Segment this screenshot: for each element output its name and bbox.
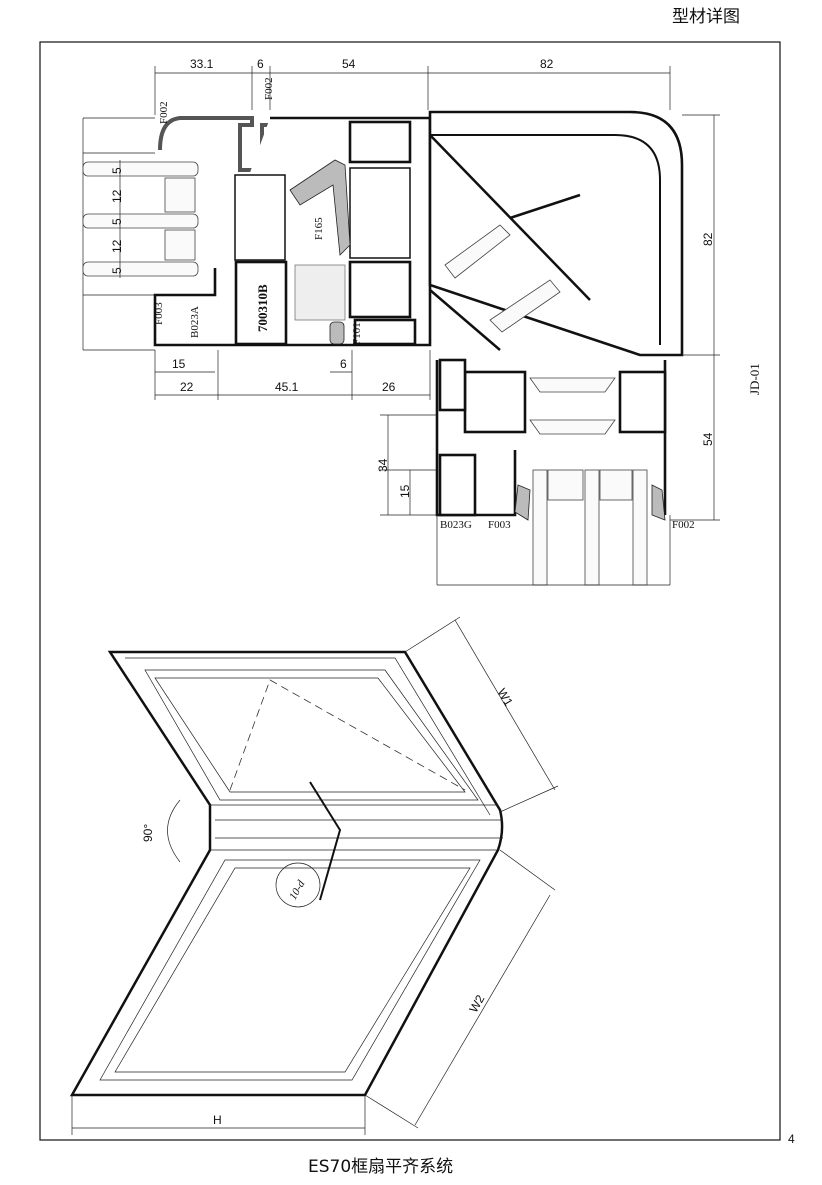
footer-title: ES70框扇平齐系统 [308,1157,453,1177]
dim-bottom-22: 22 [180,380,194,394]
dim-right-2: 54 [701,432,715,446]
dim-bottom-26: 26 [382,380,396,394]
label-f002-left: F002 [158,101,170,124]
drawing-code: JD-01 [747,363,762,395]
dim-glass-3: 5 [110,218,124,225]
label-700310b: 700310B [255,284,270,332]
dim-glass-5: 5 [110,267,124,274]
dim-top-1: 33.1 [190,57,214,71]
glass-unit-left [82,161,199,277]
dim-top-3: 54 [342,57,356,71]
handle-icon [309,781,342,901]
detail-circle [275,862,321,908]
dim-glass-1: 5 [110,167,124,174]
corner-section-drawing: 33.1 6 54 82 5 12 5 12 5 [82,57,762,586]
dim-top-2: 6 [257,57,264,71]
label-b023g: B023G [440,519,472,531]
label-f003-left: F003 [153,302,165,325]
dim-bottom-6: 6 [340,357,347,371]
dim-top-4: 82 [540,57,554,71]
page-number: 4 [788,1132,795,1146]
dim-glass-4: 12 [110,239,124,253]
label-f003-bottom: F003 [488,519,511,531]
sheet-border [39,41,781,1141]
glass-unit-bottom [532,469,648,586]
dim-bottom-45: 45.1 [275,380,299,394]
label-f002-top: F002 [263,77,275,100]
dim-glass-2: 12 [110,189,124,203]
label-f002-bottom: F002 [672,519,695,531]
dim-right-1: 82 [701,232,715,246]
thermal-break-diagonal [444,224,561,333]
w2-label: W2 [466,992,487,1015]
label-f101: F101 [351,322,363,345]
angle-label: 90° [141,824,155,842]
h-label: H [213,1113,222,1127]
dim-left-34: 34 [376,458,390,472]
dim-left-15: 15 [398,484,412,498]
isometric-corner-window: 10-d 90° W1 W2 H [69,616,559,1135]
label-b023a: B023A [189,306,201,338]
header-title: 型材详图 [672,7,740,27]
w1-label: W1 [495,686,516,709]
label-f165: F165 [313,217,325,240]
dim-bottom-15: 15 [172,357,186,371]
